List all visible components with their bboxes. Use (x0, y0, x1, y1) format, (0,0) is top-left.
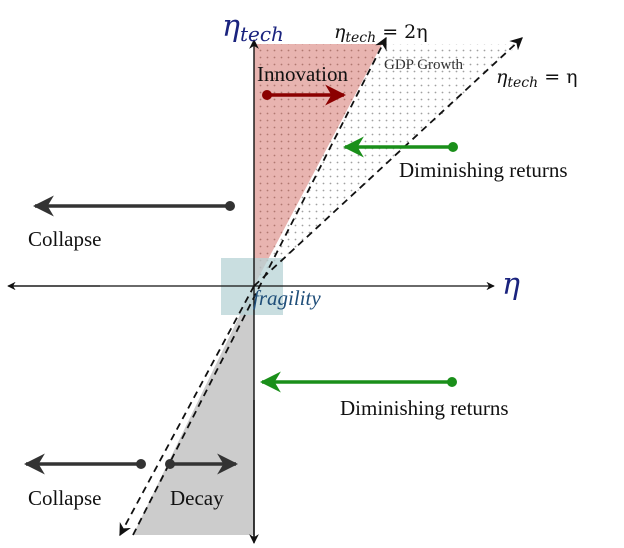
diag-line-equation: ηtech = η (496, 66, 578, 91)
collapse-upper-dot (225, 201, 235, 211)
steep-line-equation: ηtech = 2η (334, 21, 428, 46)
line-eta-tech-2eta (132, 36, 387, 536)
y-axis-label: ηtech (222, 9, 284, 46)
x-axis-label: η (502, 267, 520, 302)
line-eta-tech-eta-upper (253, 37, 523, 287)
diminishing-returns-lower-label: Diminishing returns (340, 396, 509, 420)
decay-arrow-dot (165, 459, 175, 469)
diminishing-returns-upper-dot (448, 142, 458, 152)
collapse-lower-dot (136, 459, 146, 469)
gdp-growth-label: GDP Growth (384, 57, 464, 73)
decay-label: Decay (170, 486, 224, 510)
diminishing-returns-upper-label: Diminishing returns (399, 158, 568, 182)
collapse-upper-label: Collapse (28, 227, 102, 251)
innovation-region (254, 44, 382, 286)
fragility-label: fragility (253, 286, 321, 310)
collapse-lower-label: Collapse (28, 486, 102, 510)
innovation-label: Innovation (257, 62, 348, 86)
innovation-arrow-dot (262, 90, 272, 100)
diminishing-returns-lower-dot (447, 377, 457, 387)
